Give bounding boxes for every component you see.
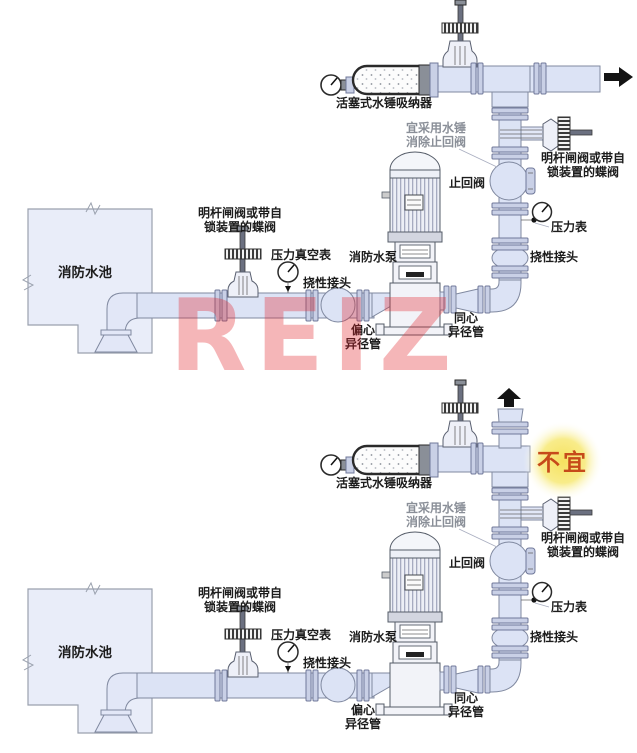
flow-arrow-up-head — [497, 388, 521, 399]
diagram-1-outlet — [529, 62, 633, 95]
riser-stub — [498, 433, 522, 449]
flange-pair — [491, 421, 529, 435]
not-suitable-label: 不宜 — [537, 449, 589, 475]
diagram-2: 不宜 — [23, 380, 625, 733]
flow-arrow-right — [604, 67, 633, 87]
not-suitable-badge: 不宜 — [523, 421, 603, 501]
badge-glow — [523, 421, 603, 501]
watermark-text: REIZ — [169, 277, 460, 394]
riser-tip — [497, 408, 524, 423]
diagram-2-outlet — [491, 388, 529, 449]
flow-arrow-up-shaft — [504, 398, 514, 407]
